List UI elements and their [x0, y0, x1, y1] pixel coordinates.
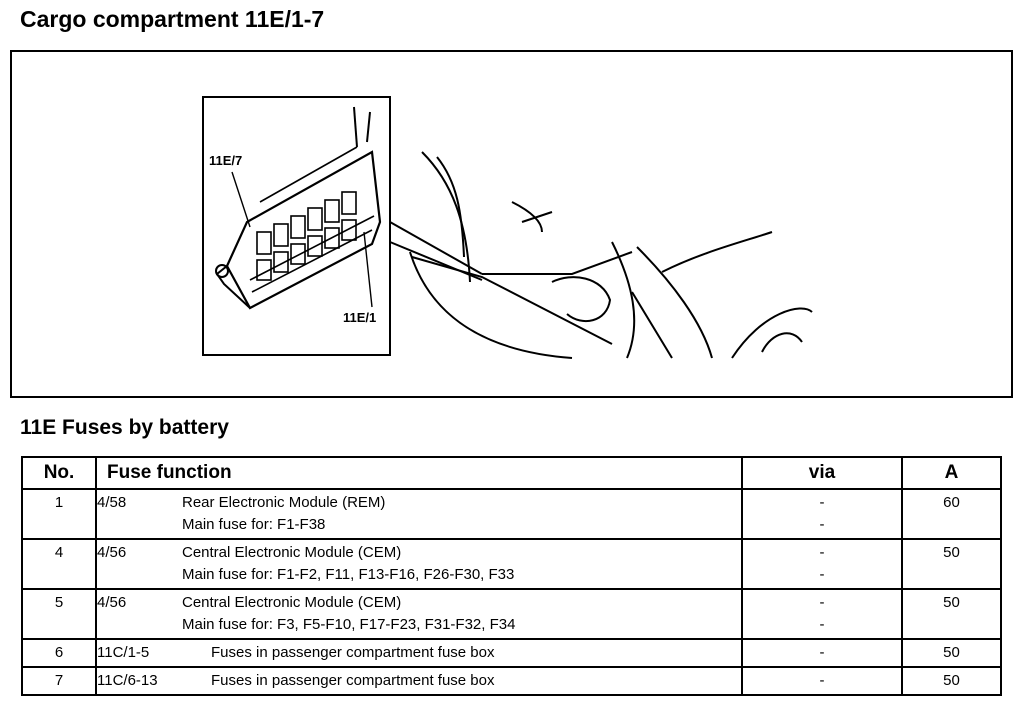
- fuse-description: Main fuse for: F1-F38: [182, 516, 326, 533]
- amperage: 50: [943, 594, 960, 611]
- header-via: via: [741, 456, 903, 490]
- table-row: 4 4/56 Central Electronic Module (CEM) Ma…: [21, 538, 1002, 590]
- fuse-description: Rear Electronic Module (REM): [182, 494, 386, 511]
- table-row: 5 4/56 Central Electronic Module (CEM) Ma…: [21, 588, 1002, 640]
- fuse-code: 11C/6-13: [97, 672, 158, 689]
- via-value: -: [819, 544, 825, 561]
- fuse-description: Fuses in passenger compartment fuse box: [211, 644, 495, 661]
- amperage: 50: [943, 544, 960, 561]
- fuse-number: 1: [54, 494, 64, 511]
- fuse-number: 4: [54, 544, 64, 561]
- fuse-code: 4/56: [97, 594, 127, 611]
- via-value: -: [819, 516, 825, 533]
- fuse-number: 5: [54, 594, 64, 611]
- fuse-code: 4/58: [97, 494, 127, 511]
- fuse-table: No. Fuse function via A 1 4/58 Rear Elect…: [21, 456, 1002, 696]
- label-11e1: 11E/1: [343, 310, 376, 325]
- table-row: 6 11C/1-5 Fuses in passenger compartment …: [21, 638, 1002, 668]
- page-title: Cargo compartment 11E/1-7: [20, 6, 325, 32]
- header-no: No.: [21, 456, 97, 490]
- fuse-description: Fuses in passenger compartment fuse box: [211, 672, 495, 689]
- amperage: 50: [943, 644, 960, 661]
- via-value: -: [819, 594, 825, 611]
- inset-frame: [202, 96, 391, 356]
- cargo-compartment-drawing: 11E/7 11E/1: [202, 96, 813, 359]
- header-amps: A: [901, 456, 1002, 490]
- fuse-description: Central Electronic Module (CEM): [182, 594, 402, 611]
- fuse-box-illustration: 11E/7 11E/1: [10, 50, 1013, 398]
- via-value: -: [819, 644, 825, 661]
- amperage: 50: [943, 672, 960, 689]
- section-title: 11E Fuses by battery: [20, 416, 229, 439]
- fuse-code: 4/56: [97, 544, 127, 561]
- via-value: -: [819, 566, 825, 583]
- label-11e7: 11E/7: [209, 153, 242, 168]
- fuse-description: Main fuse for: F1-F2, F11, F13-F16, F26-…: [182, 566, 515, 583]
- fuse-number: 7: [54, 672, 64, 689]
- table-row: 7 11C/6-13 Fuses in passenger compartment…: [21, 666, 1002, 696]
- fuse-description: Main fuse for: F3, F5-F10, F17-F23, F31-…: [182, 616, 516, 633]
- fuse-number: 6: [54, 644, 64, 661]
- table-row: 1 4/58 Rear Electronic Module (REM) Main …: [21, 488, 1002, 540]
- amperage: 60: [943, 494, 960, 511]
- header-function: Fuse function: [95, 456, 743, 490]
- via-value: -: [819, 672, 825, 689]
- fuse-description: Central Electronic Module (CEM): [182, 544, 402, 561]
- fuse-code: 11C/1-5: [97, 644, 150, 661]
- via-value: -: [819, 494, 825, 511]
- via-value: -: [819, 616, 825, 633]
